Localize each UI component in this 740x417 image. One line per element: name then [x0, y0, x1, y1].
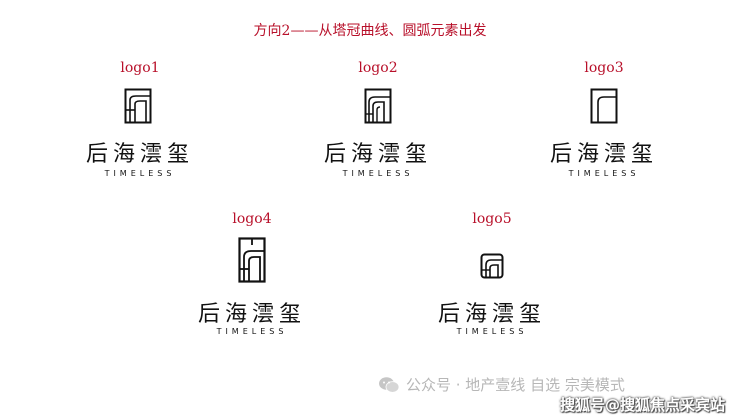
- wechat-icon: [379, 376, 400, 393]
- logo-option-2: logo2 后海澐玺 TIMELESS: [298, 60, 458, 190]
- brand-sub: TIMELESS: [216, 327, 288, 336]
- logo-label: logo1: [120, 60, 160, 76]
- brand-name: 后海澐玺: [85, 142, 194, 167]
- page-heading: 方向2——从塔冠曲线、圆弧元素出发: [253, 23, 487, 39]
- logo-mark-3: [590, 88, 618, 124]
- logo-label: logo5: [472, 211, 512, 227]
- brand-name: 后海澐玺: [437, 302, 546, 327]
- logo-option-3: logo3 后海澐玺 TIMELESS: [524, 60, 684, 190]
- brand-sub: TIMELESS: [568, 169, 640, 178]
- logo-mark-4: [238, 237, 266, 283]
- logo-label: logo3: [584, 60, 624, 76]
- watermark-sohu: 搜狐号@搜狐焦点采宾站: [560, 396, 726, 414]
- logo-mark-5: [480, 253, 504, 279]
- logo-mark-1: [124, 88, 152, 124]
- logo-label: logo2: [358, 60, 398, 76]
- brand-name: 后海澐玺: [197, 302, 306, 327]
- logo-option-1: logo1 后海澐玺 TIMELESS: [60, 60, 220, 190]
- brand-name: 后海澐玺: [323, 142, 432, 167]
- brand-sub: TIMELESS: [104, 169, 176, 178]
- brand-sub: TIMELESS: [342, 169, 414, 178]
- logo-option-4: logo4 后海澐玺 TIMELESS: [172, 211, 332, 341]
- logo-label: logo4: [232, 211, 272, 227]
- watermark-wechat: 公众号 · 地产壹线 自选 宗美模式: [378, 374, 625, 395]
- logo-option-5: logo5 后海澐玺 TIMELESS: [412, 211, 572, 341]
- logo-mark-2: [364, 88, 392, 124]
- brand-name: 后海澐玺: [549, 142, 658, 167]
- brand-sub: TIMELESS: [456, 327, 528, 336]
- watermark-text-1: 公众号 · 地产壹线 自选 宗美模式: [406, 376, 625, 394]
